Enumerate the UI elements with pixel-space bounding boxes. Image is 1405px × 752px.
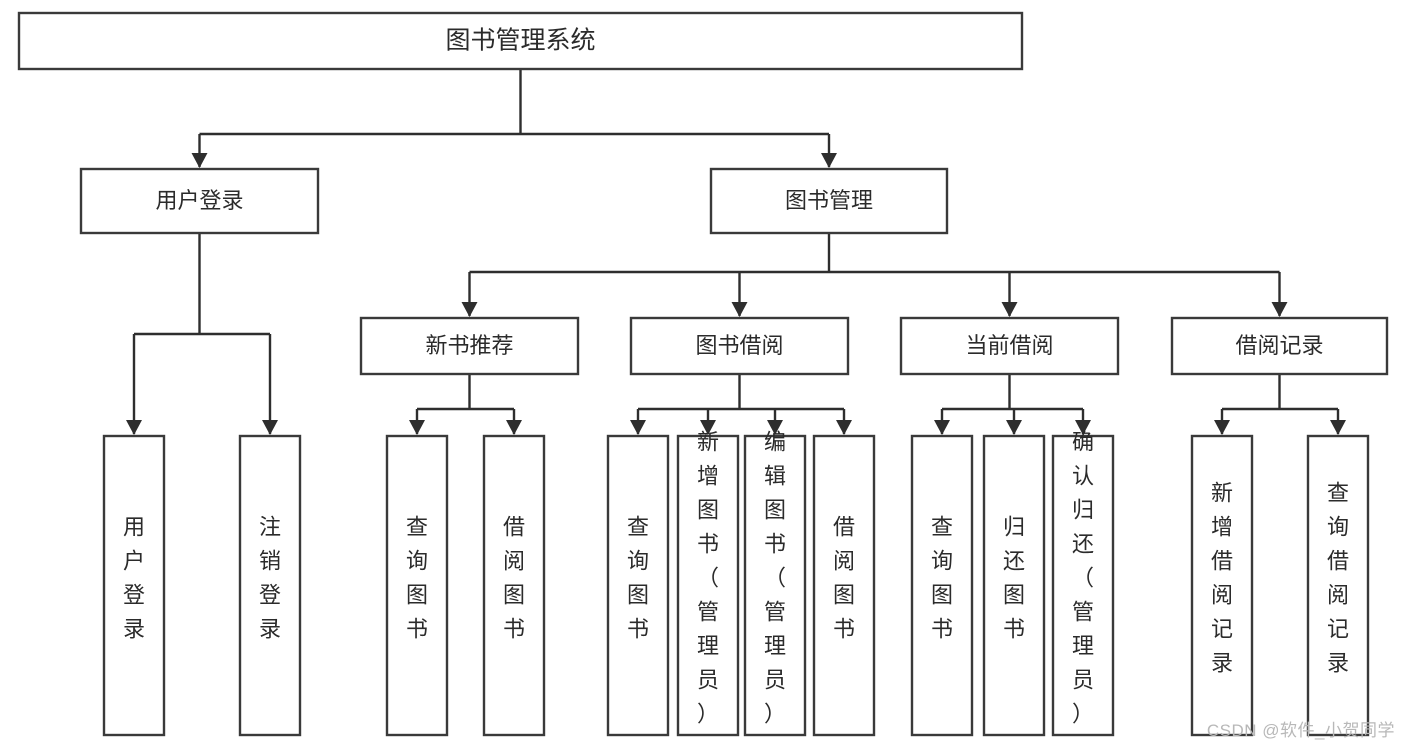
node-label-book-manage: 图书管理: [785, 188, 873, 213]
node-box-leaf-edit-book-admin: [743, 434, 807, 737]
node-label-user-login: 用户登录: [155, 188, 243, 213]
node-box-leaf-user-login: [102, 434, 166, 737]
node-label-leaf-user-login: 用户登录: [123, 515, 145, 642]
arrow-head-icon: [409, 420, 425, 435]
node-label-new-book-recommend: 新书推荐: [425, 333, 513, 358]
node-box-leaf-borrow-book-recommend: [482, 434, 546, 737]
arrow-head-icon: [506, 420, 522, 435]
node-box-user-login: [79, 167, 320, 235]
arrow-head-icon: [836, 420, 852, 435]
arrow-head-icon: [700, 420, 716, 435]
node-book-manage[interactable]: 图书管理: [709, 167, 949, 235]
node-label-book-borrow: 图书借阅: [695, 333, 783, 358]
node-leaf-add-borrow-record[interactable]: 新增借阅记录: [1190, 434, 1254, 737]
node-label-leaf-add-book-admin: 新增图书（管理员）: [697, 430, 719, 727]
node-label-root: 图书管理系统: [445, 27, 595, 55]
node-leaf-user-login[interactable]: 用户登录: [102, 434, 166, 737]
node-box-leaf-borrow-book: [812, 434, 876, 737]
arrow-head-icon: [1214, 420, 1230, 435]
arrow-head-icon: [1006, 420, 1022, 435]
node-box-leaf-add-book-admin: [676, 434, 740, 737]
node-leaf-query-borrow-record[interactable]: 查询借阅记录: [1306, 434, 1370, 737]
node-leaf-query-book-recommend[interactable]: 查询图书: [385, 434, 449, 737]
arrow-head-icon: [1075, 420, 1091, 435]
arrow-head-icon: [126, 420, 142, 435]
node-box-book-manage: [709, 167, 949, 235]
node-box-book-borrow: [629, 316, 850, 376]
arrow-head-icon: [1271, 302, 1288, 317]
node-label-leaf-borrow-book: 借阅图书: [833, 515, 855, 642]
node-box-borrow-record: [1170, 316, 1389, 376]
node-box-leaf-query-book-recommend: [385, 434, 449, 737]
node-label-leaf-confirm-return-admin: 确认归还（管理员）: [1072, 430, 1094, 727]
arrow-head-icon: [1001, 302, 1018, 317]
node-leaf-add-book-admin[interactable]: 新增图书（管理员）: [676, 430, 740, 737]
node-box-leaf-query-borrow-record: [1306, 434, 1370, 737]
node-box-leaf-return-book: [982, 434, 1046, 737]
node-box-new-book-recommend: [359, 316, 580, 376]
arrow-head-icon: [731, 302, 748, 317]
node-label-leaf-query-book-recommend: 查询图书: [406, 515, 428, 642]
node-leaf-borrow-book-recommend[interactable]: 借阅图书: [482, 434, 546, 737]
arrow-head-icon: [461, 302, 478, 317]
arrow-head-icon: [934, 420, 950, 435]
node-leaf-logout-login[interactable]: 注销登录: [238, 434, 302, 737]
node-box-current-borrow: [899, 316, 1120, 376]
node-box-leaf-add-borrow-record: [1190, 434, 1254, 737]
connectors-layer: [126, 69, 1346, 435]
node-label-current-borrow: 当前借阅: [965, 333, 1053, 358]
arrow-head-icon: [262, 420, 278, 435]
arrow-head-icon: [191, 153, 208, 168]
node-box-leaf-query-book-borrow: [606, 434, 670, 737]
node-label-leaf-logout-login: 注销登录: [259, 515, 281, 642]
node-label-leaf-return-book: 归还图书: [1003, 515, 1025, 642]
node-leaf-edit-book-admin[interactable]: 编辑图书（管理员）: [743, 430, 807, 737]
node-label-leaf-query-borrow-record: 查询借阅记录: [1327, 481, 1349, 676]
node-box-leaf-confirm-return-admin: [1051, 434, 1115, 737]
node-leaf-query-book-borrow[interactable]: 查询图书: [606, 434, 670, 737]
node-box-leaf-query-book-current: [910, 434, 974, 737]
arrow-head-icon: [630, 420, 646, 435]
node-new-book-recommend[interactable]: 新书推荐: [359, 316, 580, 376]
node-box-leaf-logout-login: [238, 434, 302, 737]
node-leaf-query-book-current[interactable]: 查询图书: [910, 434, 974, 737]
node-current-borrow[interactable]: 当前借阅: [899, 316, 1120, 376]
arrow-head-icon: [821, 153, 837, 168]
node-label-leaf-query-book-borrow: 查询图书: [627, 515, 649, 642]
arrow-head-icon: [767, 420, 783, 435]
node-leaf-confirm-return-admin[interactable]: 确认归还（管理员）: [1051, 430, 1115, 737]
node-label-leaf-edit-book-admin: 编辑图书（管理员）: [764, 430, 786, 727]
node-leaf-borrow-book[interactable]: 借阅图书: [812, 434, 876, 737]
node-borrow-record[interactable]: 借阅记录: [1170, 316, 1389, 376]
arrow-head-icon: [1330, 420, 1346, 435]
node-label-leaf-add-borrow-record: 新增借阅记录: [1211, 481, 1233, 676]
node-label-leaf-query-book-current: 查询图书: [931, 515, 953, 642]
nodes-layer: 图书管理系统用户登录图书管理新书推荐图书借阅当前借阅借阅记录用户登录注销登录查询…: [17, 11, 1389, 737]
node-root[interactable]: 图书管理系统: [17, 11, 1024, 71]
node-user-login[interactable]: 用户登录: [79, 167, 320, 235]
node-book-borrow[interactable]: 图书借阅: [629, 316, 850, 376]
node-leaf-return-book[interactable]: 归还图书: [982, 434, 1046, 737]
node-box-root: [17, 11, 1024, 71]
node-label-leaf-borrow-book-recommend: 借阅图书: [503, 515, 525, 642]
node-label-borrow-record: 借阅记录: [1235, 333, 1323, 358]
